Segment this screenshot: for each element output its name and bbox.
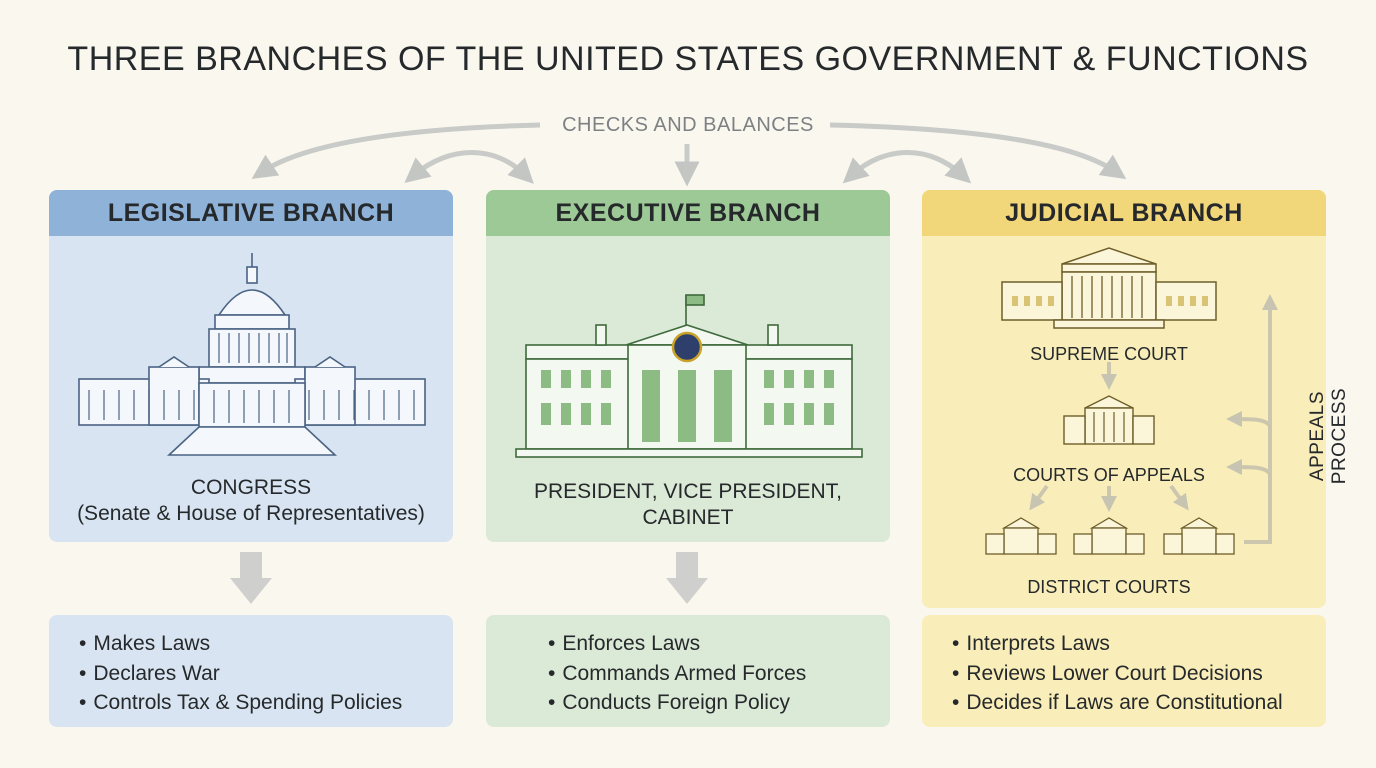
arrow-leg-exe — [404, 150, 534, 184]
list-item: Decides if Laws are Constitutional — [952, 688, 1326, 718]
list-item: Makes Laws — [79, 629, 453, 659]
list-item: Declares War — [79, 659, 453, 689]
page-title: THREE BRANCHES OF THE UNITED STATES GOVE… — [67, 40, 1309, 78]
judicial-panel: JUDICIAL BRANCH — [922, 190, 1326, 608]
supreme-court-building — [1001, 247, 1217, 329]
courthouse-icon — [985, 247, 1278, 555]
down-arrow-legislative — [230, 552, 272, 604]
list-item: Reviews Lower Court Decisions — [952, 659, 1326, 689]
congress-sublabel: (Senate & House of Representatives) — [77, 502, 425, 525]
checks-and-balances-label: CHECKS AND BALANCES — [562, 114, 814, 136]
arrow-exe-jud — [842, 150, 972, 184]
supreme-court-label: SUPREME COURT — [1030, 344, 1188, 364]
list-item: Controls Tax & Spending Policies — [79, 688, 453, 718]
executive-body-line1: PRESIDENT, VICE PRESIDENT, — [533, 480, 843, 503]
arrow-to-judicial — [829, 122, 1127, 180]
executive-body-line2: CABINET — [642, 506, 734, 529]
executive-functions: Enforces Laws Commands Armed Forces Cond… — [486, 615, 890, 727]
legislative-panel: LEGISLATIVE BRANCH — [49, 190, 453, 542]
appeals-process-label: APPEALS PROCESS — [1307, 387, 1350, 485]
executive-header: EXECUTIVE BRANCH — [486, 190, 890, 236]
list-item: Enforces Laws — [548, 629, 890, 659]
list-item: Commands Armed Forces — [548, 659, 890, 689]
list-item: Interprets Laws — [952, 629, 1326, 659]
court-of-appeals-building — [1063, 395, 1155, 445]
capitol-building-icon — [78, 253, 426, 456]
down-arrow-executive — [666, 552, 708, 604]
legislative-header: LEGISLATIVE BRANCH — [49, 190, 453, 236]
district-courts-label: DISTRICT COURTS — [1027, 577, 1191, 597]
judicial-functions: Interprets Laws Reviews Lower Court Deci… — [922, 615, 1326, 727]
district-courts-buildings — [985, 517, 1235, 555]
judicial-header: JUDICIAL BRANCH — [922, 190, 1326, 236]
legislative-functions: Makes Laws Declares War Controls Tax & S… — [49, 615, 453, 727]
white-house-icon — [515, 294, 863, 458]
congress-label: CONGRESS — [190, 476, 312, 499]
courts-of-appeals-label: COURTS OF APPEALS — [1013, 465, 1205, 485]
arrow-to-legislative — [251, 122, 541, 179]
list-item: Conducts Foreign Policy — [548, 688, 890, 718]
executive-panel: EXECUTIVE BRANCH PRESIDENT, VICE — [486, 190, 890, 542]
